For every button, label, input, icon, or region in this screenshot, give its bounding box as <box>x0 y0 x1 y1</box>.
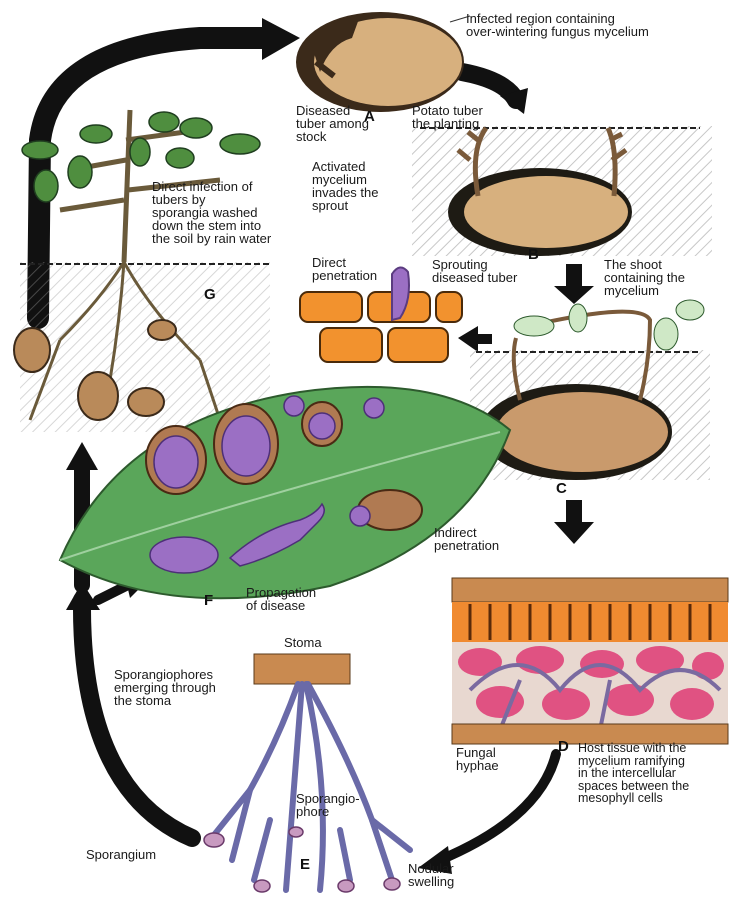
stage-d-tissue <box>452 578 728 744</box>
label-d-host: Host tissue with the mycelium ramifying … <box>578 742 689 805</box>
label-a-region: Infected region containing over-winterin… <box>466 12 649 38</box>
letter-g: G <box>204 286 216 303</box>
letter-c: C <box>556 480 567 497</box>
stage-b <box>412 126 712 256</box>
stage-c <box>470 300 710 480</box>
arrow-e-to-f-head <box>66 582 100 610</box>
letter-e: E <box>300 856 310 873</box>
label-g-infection: Direct infection of tubers by sporangia … <box>152 180 271 245</box>
arrow-f-to-g-head <box>66 442 98 470</box>
label-b-sprouting: Sprouting diseased tuber <box>432 258 517 284</box>
arrow-cells-to-c <box>458 326 492 352</box>
arrow-g-to-a-head <box>262 18 300 60</box>
arrow-b-to-c <box>554 264 594 304</box>
letter-f: F <box>204 592 213 609</box>
label-f-direct: Direct penetration <box>312 256 377 282</box>
arrow-c-to-d <box>554 500 594 544</box>
arrow-e-to-f <box>82 600 192 838</box>
letter-a: A <box>364 108 375 125</box>
letter-d: D <box>558 738 569 755</box>
label-f-indirect: Indirect penetration <box>434 526 499 552</box>
label-b-activated: Activated mycelium invades the sprout <box>312 160 379 212</box>
label-c-shoot: The shoot containing the mycelium <box>604 258 685 297</box>
label-e-nodular: Nodular swelling <box>408 862 454 888</box>
label-e-sporangiophores: Sporangiophores emerging through the sto… <box>114 668 216 707</box>
label-e-sporangium: Sporangium <box>86 848 156 861</box>
label-a-planting: Potato tuber the planting <box>412 104 483 130</box>
label-a-tuber: Diseased tuber among stock <box>296 104 369 143</box>
label-e-sporangiophore: Sporangio- phore <box>296 792 360 818</box>
label-d-hyphae: Fungal hyphae <box>456 746 499 772</box>
label-e-stoma: Stoma <box>284 636 322 649</box>
label-f-propagation: Propagation of disease <box>246 586 316 612</box>
stage-g-plant <box>14 110 270 432</box>
letter-b: B <box>528 246 539 263</box>
stage-a-tuber <box>296 12 470 112</box>
